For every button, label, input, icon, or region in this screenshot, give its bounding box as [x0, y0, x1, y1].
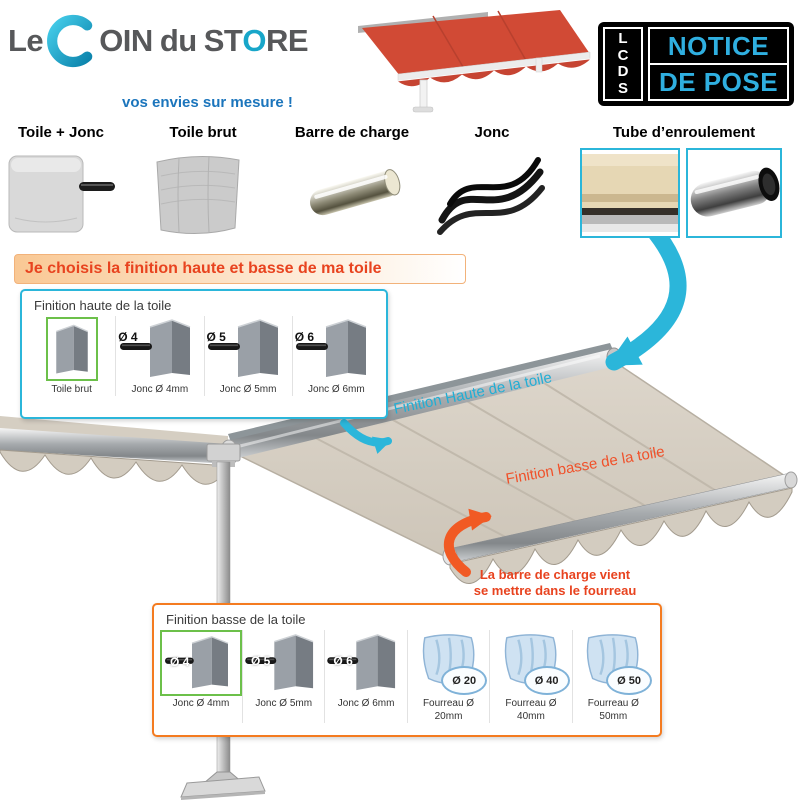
- notice-de-pose: NOTICE DE POSE: [648, 27, 789, 101]
- diameter-label: Ø 6: [333, 654, 353, 668]
- tube-enroulement-tube-image: [690, 167, 780, 217]
- lcds-letter: L: [618, 30, 628, 47]
- lcds-notice-badge: L C D S NOTICE DE POSE: [598, 22, 794, 106]
- diameter-label: Ø 5: [251, 654, 271, 668]
- lcds-vertical-letters: L C D S: [603, 27, 643, 101]
- left-roller: [0, 416, 239, 466]
- jonc-corner-image: [296, 319, 367, 377]
- diameter-label: Ø 5: [206, 330, 226, 344]
- toile-brut-image: [156, 155, 240, 235]
- selected-option-frame: [45, 317, 98, 381]
- toile-jonc-photo: [5, 148, 117, 240]
- option-jonc-4mm-haute[interactable]: Ø 4 Jonc Ø 4mm: [115, 316, 203, 396]
- option-label: Jonc Ø 6mm: [337, 698, 395, 709]
- jonc-corner-image: [244, 634, 314, 691]
- brand-logo: Le OIN du ST O RE vos envies sur mesure …: [8, 8, 330, 116]
- lcds-letter: C: [617, 46, 629, 64]
- teal-arrow-big: [605, 219, 687, 371]
- jonc-image: [437, 157, 545, 235]
- annotation-finition-haute: Finition Haute de la toile: [392, 369, 554, 418]
- fabric-corner-image: [55, 324, 88, 374]
- option-jonc-5mm-haute[interactable]: Ø 5 Jonc Ø 5mm: [203, 316, 292, 396]
- brand-logo-text: Le OIN du ST O RE: [8, 8, 330, 74]
- logo-word-oin: OIN: [99, 23, 153, 58]
- logo-c-swoosh-icon: [47, 14, 93, 68]
- annotation-barre-note: La barre de charge vient se mettre dans …: [452, 567, 658, 598]
- option-label: Fourreau Ø 50mm: [587, 698, 639, 722]
- finition-haute-box: Finition haute de la toile Toile brut: [20, 289, 388, 419]
- finition-haute-title: Finition haute de la toile: [34, 298, 172, 313]
- front-bar: [442, 471, 798, 566]
- lcds-letter: D: [617, 63, 629, 80]
- jonc-corner-image: [327, 634, 396, 691]
- left-valance: [0, 449, 229, 485]
- option-label: Jonc Ø 6mm: [308, 384, 365, 395]
- option-toile-brut[interactable]: Toile brut: [28, 316, 115, 396]
- diameter-label: Ø 4: [118, 330, 138, 344]
- logo-word-st: ST: [203, 23, 243, 58]
- de-pose-line: DE POSE: [658, 66, 779, 97]
- brand-tagline: vos envies sur mesure !: [122, 94, 293, 111]
- option-label: Jonc Ø 5mm: [219, 384, 277, 395]
- note-line1: La barre de charge vient: [479, 567, 631, 582]
- diameter-label: Ø 4: [170, 655, 190, 669]
- label-tube-enroulement: Tube d’enroulement: [612, 124, 756, 141]
- label-barre-de-charge: Barre de charge: [294, 124, 410, 141]
- logo-word-le: Le: [8, 23, 44, 58]
- option-label: Fourreau Ø 40mm: [505, 698, 557, 722]
- jonc-corner-image: [208, 319, 279, 377]
- orange-arrow: [444, 508, 492, 577]
- label-toile-brut: Toile brut: [169, 124, 237, 141]
- logo-word-re: RE: [265, 23, 309, 58]
- red-awning-image: [358, 10, 591, 113]
- toile-jonc-image: [8, 155, 115, 233]
- finition-basse-title: Finition basse de la toile: [166, 612, 306, 627]
- option-fourreau-40mm[interactable]: Ø 40 Fourreau Ø 40mm: [489, 630, 571, 723]
- tube-enroulement-tube-photo: [686, 148, 782, 238]
- logo-word-du: du: [159, 23, 197, 58]
- diameter-badge: Ø 20: [441, 666, 488, 695]
- option-jonc-5mm-basse[interactable]: Ø 5 Jonc Ø 5mm: [242, 630, 324, 723]
- annotation-finition-basse: Finition basse de la toile: [504, 443, 666, 488]
- logo-word-o: O: [242, 23, 266, 58]
- teal-arrow-small: [340, 419, 392, 454]
- option-jonc-6mm-basse[interactable]: Ø 6 Jonc Ø 6mm: [324, 630, 406, 723]
- diameter-badge: Ø 50: [606, 666, 653, 695]
- finition-haute-options: Toile brut Ø 4 Jonc Ø 4mm: [22, 316, 386, 396]
- choice-banner-text: Je choisis la finition haute et basse de…: [25, 260, 382, 277]
- option-label: Jonc Ø 5mm: [255, 698, 313, 709]
- jonc-corner-image: [119, 319, 191, 377]
- option-label: Jonc Ø 4mm: [172, 698, 230, 709]
- jonc-photo: [436, 148, 546, 240]
- option-fourreau-20mm[interactable]: Ø 20 Fourreau Ø 20mm: [406, 630, 489, 723]
- barre-de-charge-photo: [303, 148, 407, 240]
- diameter-badge: Ø 40: [523, 666, 570, 695]
- option-label: Fourreau Ø 20mm: [422, 698, 475, 722]
- label-jonc: Jonc: [474, 124, 510, 141]
- jonc-corner-image: [165, 636, 229, 689]
- barre-de-charge-image: [310, 169, 401, 216]
- tube-enroulement-fabric-image: [582, 154, 678, 232]
- note-line2: se mettre dans le fourreau: [473, 582, 637, 598]
- diameter-label: Ø 6: [294, 330, 315, 344]
- option-jonc-4mm-basse[interactable]: Ø 4 Jonc Ø 4mm: [160, 630, 242, 723]
- toile-brut-photo: [149, 148, 247, 240]
- finition-basse-box: Finition basse de la toile Ø 4: [152, 603, 662, 737]
- selected-option-frame: Ø 4: [160, 630, 242, 696]
- lcds-letter: S: [617, 79, 628, 97]
- choice-banner: Je choisis la finition haute et basse de…: [14, 254, 466, 284]
- option-label: Jonc Ø 4mm: [131, 384, 189, 395]
- finition-basse-options: Ø 4 Jonc Ø 4mm Ø 5: [154, 630, 660, 723]
- tube-enroulement-fabric-photo: [580, 148, 680, 238]
- option-jonc-6mm-haute[interactable]: Ø 6 Jonc Ø 6mm: [291, 316, 380, 396]
- option-label: Toile brut: [51, 384, 92, 395]
- label-toile-jonc: Toile + Jonc: [18, 124, 104, 141]
- option-fourreau-50mm[interactable]: Ø 50 Fourreau Ø 50mm: [571, 630, 654, 723]
- notice-line: NOTICE: [650, 29, 787, 65]
